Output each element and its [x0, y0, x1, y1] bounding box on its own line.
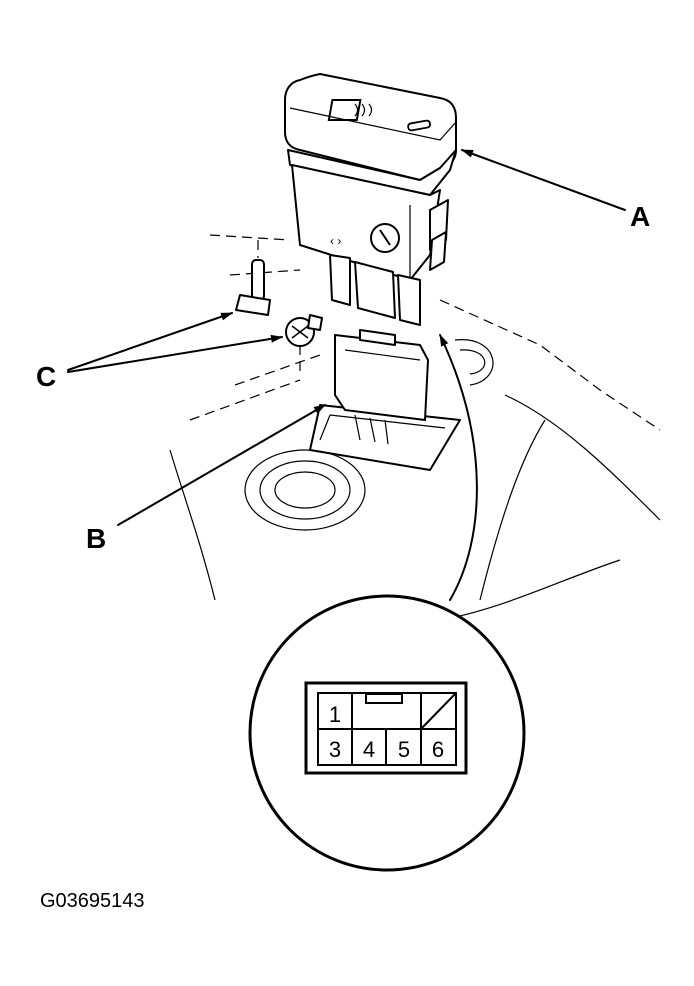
connector-b — [334, 329, 429, 445]
pin-3: 3 — [329, 737, 341, 762]
callout-leaders — [67, 149, 626, 601]
leader-b — [117, 404, 326, 526]
connector-latch — [365, 693, 403, 704]
switch-a: ‹ › — [284, 73, 457, 326]
callout-b-label: B — [86, 523, 106, 554]
pin-4: 4 — [363, 737, 375, 762]
pin-6: 6 — [432, 737, 444, 762]
connector-detail-view: 1 3 4 5 6 — [248, 594, 526, 872]
clip-pin — [235, 240, 271, 316]
leader-c-upper — [67, 312, 233, 371]
svg-text:‹ ›: ‹ › — [330, 234, 341, 248]
unused-cavity-mark — [420, 692, 457, 730]
pin-1: 1 — [329, 702, 341, 727]
figure-id: G03695143 — [40, 890, 145, 912]
clip-round — [285, 314, 323, 347]
callout-a-label: A — [630, 201, 650, 232]
leader-c-lower — [67, 334, 283, 373]
leader-detail — [439, 334, 478, 601]
leader-a — [461, 149, 626, 211]
rear-defroster-icon — [327, 99, 373, 121]
pin-5: 5 — [398, 737, 410, 762]
callout-c-label: C — [36, 361, 56, 392]
indicator-light — [407, 119, 431, 132]
